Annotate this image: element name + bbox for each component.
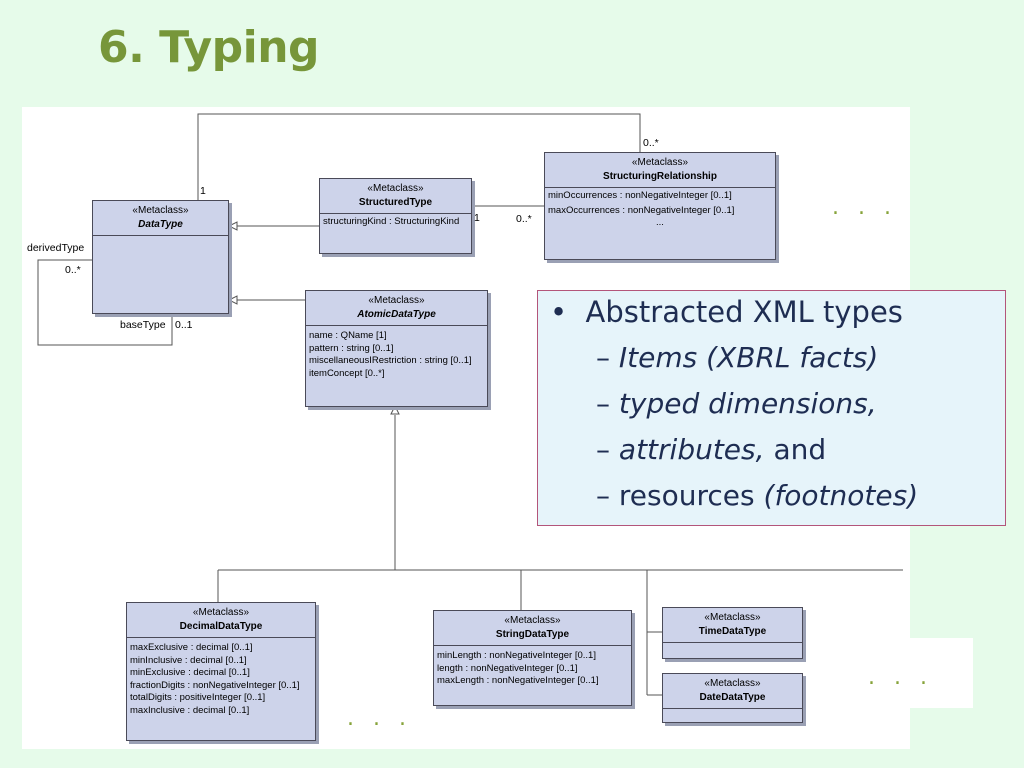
attribute: minExclusive : decimal [0..1] — [130, 667, 250, 678]
bullet-item-3: – attributes, and — [596, 433, 827, 466]
ellipsis-top-right: . . . — [832, 195, 897, 220]
class-atomicdatatype[interactable]: «Metaclass» AtomicDataType name : QName … — [305, 290, 488, 407]
stereotype: «Metaclass» — [631, 157, 689, 168]
class-name: DecimalDataType — [179, 621, 263, 632]
class-name: AtomicDataType — [357, 309, 436, 320]
label-derivedtype: derivedType — [27, 242, 85, 254]
association-datatype-structuringrelationship — [197, 113, 641, 200]
ellipsis-right-middle: . . . — [868, 665, 933, 690]
association-derivedtype-loop — [37, 259, 173, 346]
label-base-multiplicity: 0..1 — [175, 319, 193, 331]
bullet-item-4: – resources (footnotes) — [596, 479, 919, 512]
bullet-main: • Abstracted XML types — [550, 295, 903, 329]
attribute: miscellaneousIRestriction : string [0..1… — [309, 355, 472, 366]
slide-title: 6. Typing — [98, 22, 320, 73]
ellipsis-bottom: . . . — [347, 706, 412, 731]
class-name: TimeDataType — [698, 626, 767, 637]
attribute: name : QName [1] — [309, 330, 387, 341]
bullet-item-1: – Items (XBRL facts) — [596, 341, 879, 374]
attribute: minLength : nonNegativeInteger [0..1] — [437, 650, 596, 661]
label-structuredtype-one: 1 — [474, 212, 480, 224]
label-basetype: baseType — [120, 319, 166, 331]
attribute: length : nonNegativeInteger [0..1] — [437, 662, 578, 674]
attribute: minInclusive : decimal [0..1] — [130, 654, 247, 666]
class-name: DateDataType — [699, 692, 766, 703]
class-name: StringDataType — [495, 629, 570, 640]
stereotype: «Metaclass» — [504, 615, 561, 626]
class-structuredtype[interactable]: «Metaclass» StructuredType structuringKi… — [319, 178, 472, 254]
attribute: maxOccurrences : nonNegativeInteger [0..… — [548, 204, 735, 216]
class-name: StructuringRelationship — [603, 171, 717, 182]
generalization-arrowhead-trunk — [390, 404, 400, 415]
class-decimaldatatype[interactable]: «Metaclass» DecimalDataType maxExclusive… — [126, 602, 316, 741]
attribute: totalDigits : positiveInteger [0..1] — [130, 692, 266, 703]
class-timedatatype[interactable]: «Metaclass» TimeDataType — [662, 607, 803, 659]
attribute: minOccurrences : nonNegativeInteger [0..… — [548, 190, 732, 201]
attribute: maxExclusive : decimal [0..1] — [130, 642, 253, 653]
class-datatype[interactable]: «Metaclass» DataType — [92, 200, 229, 314]
class-datedatatype[interactable]: «Metaclass» DateDataType — [662, 673, 803, 723]
attribute-ellipsis: ... — [656, 217, 664, 228]
label-top-many: 0..* — [643, 137, 659, 149]
attribute: pattern : string [0..1] — [309, 342, 394, 354]
diagram-canvas-extension — [910, 638, 973, 708]
stereotype: «Metaclass» — [132, 205, 189, 216]
attribute: maxLength : nonNegativeInteger [0..1] — [437, 675, 599, 686]
attribute: fractionDigits : nonNegativeInteger [0..… — [130, 679, 300, 691]
stereotype: «Metaclass» — [704, 612, 761, 623]
label-derived-multiplicity: 0..* — [65, 264, 81, 276]
stereotype: «Metaclass» — [367, 183, 424, 194]
generalization-arrowhead-structuredtype — [227, 221, 238, 231]
class-structuringrelationship[interactable]: «Metaclass» StructuringRelationship minO… — [544, 152, 776, 260]
class-name: DataType — [138, 219, 183, 230]
stereotype: «Metaclass» — [704, 678, 761, 689]
label-top-one: 1 — [200, 185, 206, 197]
attribute: structuringKind : StructuringKind — [323, 216, 460, 227]
bullet-item-2: – typed dimensions, — [596, 387, 877, 420]
bullet-box: • Abstracted XML types – Items (XBRL fac… — [537, 290, 1006, 526]
label-structuringrelationship-many: 0..* — [516, 213, 532, 225]
class-stringdatatype[interactable]: «Metaclass» StringDataType minLength : n… — [433, 610, 632, 706]
generalization-arrowhead-atomicdatatype — [227, 295, 238, 305]
class-name: StructuredType — [358, 197, 433, 208]
attribute: itemConcept [0..*] — [309, 367, 385, 379]
stereotype: «Metaclass» — [368, 295, 425, 306]
attribute: maxInclusive : decimal [0..1] — [130, 704, 250, 716]
stereotype: «Metaclass» — [192, 607, 250, 618]
